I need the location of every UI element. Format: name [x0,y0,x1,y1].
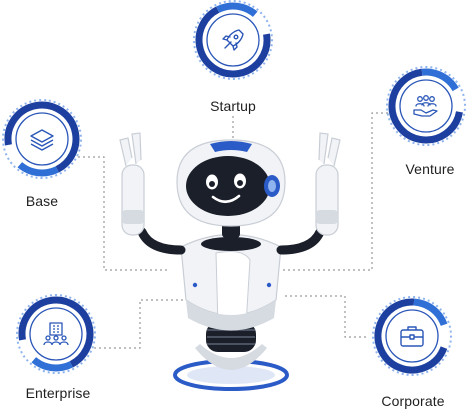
layers-icon [30,129,54,151]
robot-head [176,139,286,227]
node-label-startup: Startup [210,98,256,114]
robot-illustration [119,132,341,391]
node-corporate[interactable] [359,283,466,390]
connector-corporate [283,295,366,338]
connector-base [78,156,170,271]
node-label-corporate: Corporate [381,393,445,409]
rocket-icon [222,29,244,51]
robot-smile [211,194,241,204]
node-label-venture: Venture [405,161,455,177]
robot-base [173,322,289,391]
node-startup[interactable] [180,0,287,93]
robot-left-arm [119,132,186,255]
node-enterprise[interactable] [6,284,106,384]
team-hand-icon [413,95,438,117]
node-label-enterprise: Enterprise [25,385,91,401]
building-team-icon [43,322,69,346]
connector-enterprise [94,299,186,349]
briefcase-icon [400,326,424,347]
connectors [78,112,388,349]
robot-right-arm [276,132,341,255]
node-label-base: Base [25,193,59,209]
node-base[interactable] [0,94,87,184]
robot-torso [180,234,282,331]
node-venture[interactable] [371,51,474,161]
